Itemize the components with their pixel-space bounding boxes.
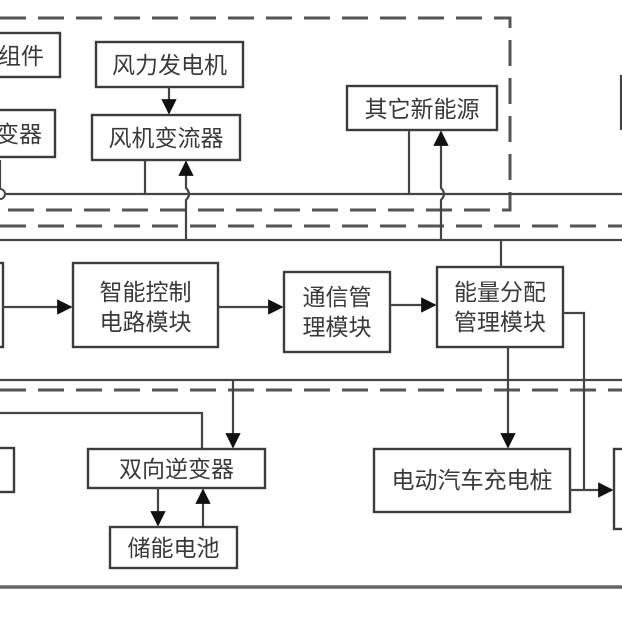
node-label-line2: 管理模块 [454,310,546,336]
node-bidirectional-inverter: 双向逆变器 [86,447,267,490]
node-label: 电动汽车充电桩 [392,468,553,494]
node-label: 其它新能源 [365,97,480,123]
node-ev-charging-pile: 电动汽车充电桩 [372,447,572,514]
node-comm-management: 通信管 理模块 [282,270,392,354]
bus-to-bidirectional-inverter-line [0,411,204,449]
node-partial-left-lower [0,446,16,494]
node-label: 风机变流器 [109,126,224,152]
node-label-line2: 理模块 [303,315,372,341]
node-other-new-energy: 其它新能源 [345,84,499,132]
node-partial-right-load [612,447,622,531]
generation-area-boundary [0,16,512,212]
node-pv-inverter: 变器 [0,108,57,159]
node-partial-left-control [0,261,5,349]
node-label: 双向逆变器 [119,457,234,483]
control-to-wind-converter [178,160,194,240]
node-wind-generator: 风力发电机 [94,40,245,89]
bus-junction-node [0,188,6,200]
node-energy-distribution: 能量分配 管理模块 [435,265,565,349]
node-pv-module: 组件 [0,31,62,79]
energy-distribution-to-load-line [563,311,586,490]
node-label-line1: 智能控制 [100,280,192,306]
node-label-line1: 通信管 [303,285,372,311]
node-label: 储能电池 [128,536,220,562]
node-label-line1: 能量分配 [454,280,546,306]
node-smart-control: 智能控制 电路模块 [71,261,220,349]
node-label: 组件 [0,44,44,70]
node-storage-battery: 储能电池 [108,525,239,570]
node-wind-converter: 风机变流器 [90,113,242,162]
control-to-other-new-energy [433,130,449,240]
node-label: 变器 [0,122,42,148]
node-label-line2: 电路模块 [100,310,192,336]
node-label: 风力发电机 [112,53,227,79]
